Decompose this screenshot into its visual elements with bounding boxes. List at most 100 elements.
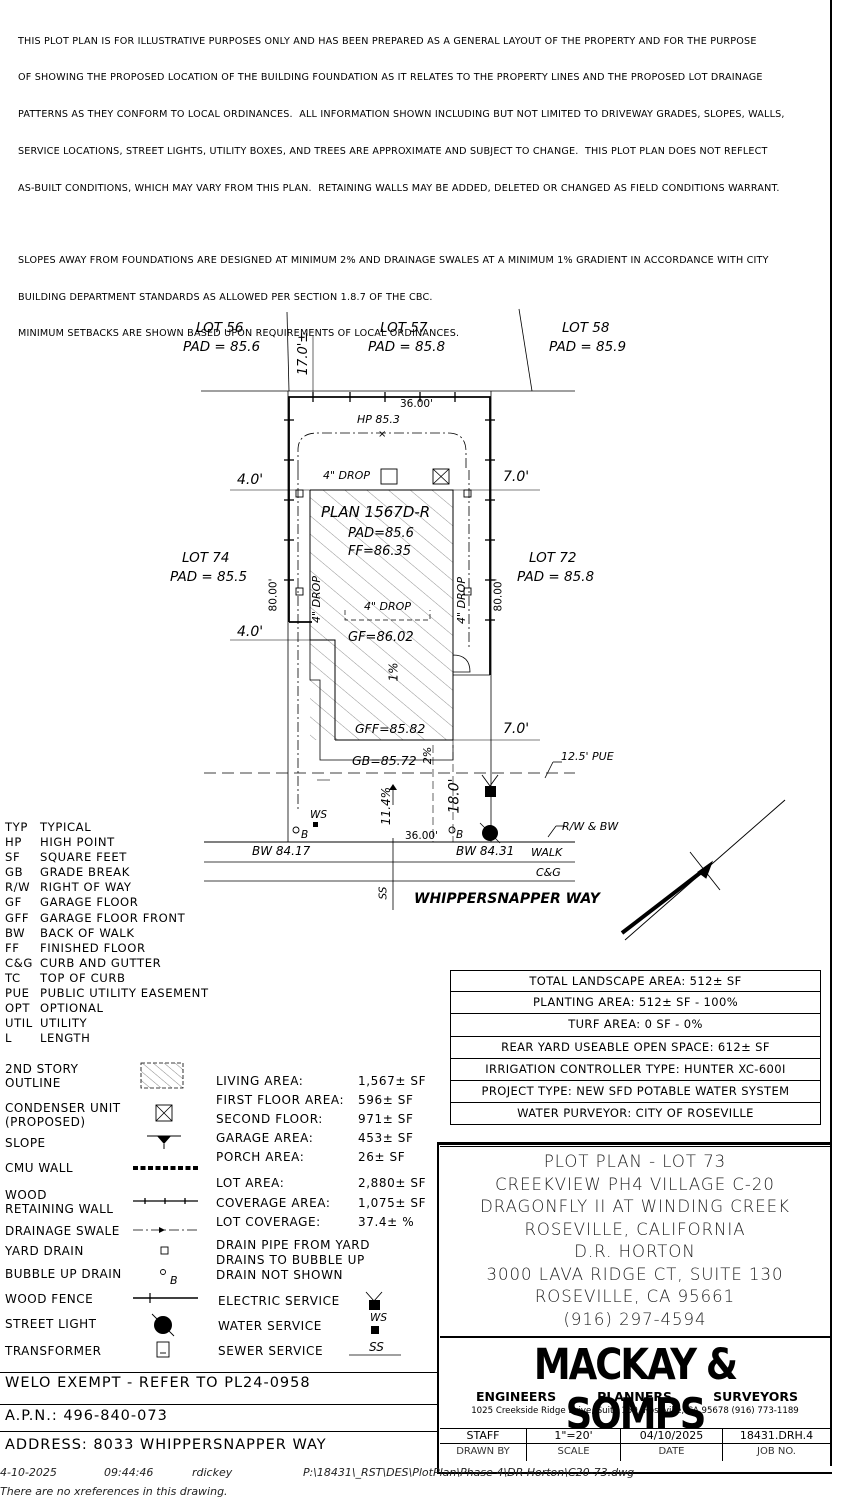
plan-name: PLAN 1567D-R [321, 503, 431, 521]
abbr-value: CURB AND GUTTER [40, 955, 162, 970]
stamp-path: P:\18431\_RST\DES\PlotPlan\Phase 4\DR Ho… [303, 1466, 635, 1479]
rear-setback-dim: 17.0'± [296, 331, 312, 376]
abbr-row: R/W RIGHT OF WAY [5, 880, 209, 895]
footer-cell-date: 04/10/2025 DATE [621, 1429, 723, 1461]
walk-label: WALK [531, 846, 563, 859]
north-arrow [620, 799, 786, 941]
drain-pipe-note: DRAIN PIPE FROM YARD DRAINS TO BUBBLE UP… [216, 1238, 371, 1282]
apn: A.P.N.: 496-840-073 [5, 1408, 168, 1424]
firm-sub-planners: PLANNERS [597, 1389, 673, 1404]
cg-label: C&G [536, 866, 561, 879]
title-block-text: PLOT PLAN - LOT 73 CREEKVIEW PH4 VILLAGE… [480, 1151, 790, 1331]
note-line: BUILDING DEPARTMENT STANDARDS AS ALLOWED… [18, 291, 433, 303]
abbr-key: R/W [5, 880, 31, 895]
lot-areas-block: LOT AREA:2,880± SF COVERAGE AREA:1,075± … [216, 1174, 426, 1233]
bw-right: BW 84.31 [456, 844, 515, 858]
sewer-tag: SS [377, 886, 390, 900]
finished-floor: FF=86.35 [348, 544, 412, 559]
lot-line [518, 308, 533, 392]
water-service [313, 822, 318, 827]
firm-logo: MACKAY & SOMPS [533, 1340, 738, 1439]
drop-left: 4" DROP [309, 576, 323, 623]
areas-block: LIVING AREA: 1,567± SF FIRST FLOOR AREA:5… [216, 1072, 426, 1167]
left-box-line [0, 1372, 437, 1373]
legend-wood-fence: WOOD FENCE [5, 1292, 94, 1306]
title-divider [440, 1146, 830, 1147]
area-key: LIVING AREA: [216, 1074, 304, 1088]
drainage-swale [297, 432, 467, 470]
landscape-table: TOTAL LANDSCAPE AREA: 512± SF PLANTING A… [450, 970, 821, 1126]
welo-note: WELO EXEMPT - REFER TO PL24-0958 [5, 1375, 311, 1391]
area-value: 1,075± SF [358, 1195, 427, 1210]
legend-symbols [133, 1062, 198, 1358]
abbr-value: PUBLIC UTILITY EASEMENT [40, 986, 209, 1001]
lot-width-bottom: 36.00' [405, 830, 438, 842]
drop-mid: 4" DROP [364, 600, 411, 613]
sheet-border-right [830, 0, 832, 1466]
general-notes: THIS PLOT PLAN IS FOR ILLUSTRATIVE PURPO… [18, 11, 785, 353]
title-line: DRAGONFLY II AT WINDING CREEK [480, 1197, 790, 1216]
legend-cmu-wall: CMU WALL [5, 1161, 74, 1175]
abbr-value: BACK OF WALK [40, 925, 135, 940]
footer-value: 18431.DRH.4 [739, 1429, 814, 1442]
abbr-value: RIGHT OF WAY [40, 880, 132, 895]
footer-table: STAFF DRAWN BY 1"=20' SCALE 04/10/2025 D… [440, 1428, 830, 1461]
legend-electric: ELECTRIC SERVICE [218, 1294, 340, 1308]
electric-service-symbol [369, 1300, 380, 1310]
side-right-upper: 7.0' [503, 469, 530, 485]
area-row: FIRST FLOOR AREA:596± SF [216, 1091, 426, 1110]
note-line: PATTERNS AS THEY CONFORM TO LOCAL ORDINA… [18, 109, 785, 121]
abbr-value: FINISHED FLOOR [40, 940, 146, 955]
abbr-value: LENGTH [40, 1031, 91, 1046]
water-service-symbol [371, 1326, 379, 1334]
yard-drain-symbol [160, 1246, 169, 1255]
title-line: CREEKVIEW PH4 VILLAGE C-20 [495, 1174, 775, 1194]
area-value: 1,567± SF [358, 1074, 427, 1088]
landscape-row: TURF AREA: 0 SF - 0% [450, 1014, 821, 1037]
transformer-symbol [156, 1341, 170, 1358]
area-value: 37.4± % [358, 1215, 415, 1229]
abbr-key: SF [5, 850, 21, 865]
lot-56-label: LOT 56 [196, 320, 244, 336]
bubble-up-drain [448, 826, 456, 834]
electric-service [485, 786, 496, 797]
footer-value: 04/10/2025 [639, 1429, 704, 1442]
abbr-key: FF [5, 940, 20, 955]
water-service-tag: WS [310, 809, 328, 821]
note-line: OF SHOWING THE PROPOSED LOCATION OF THE … [18, 72, 763, 84]
title-line: ROSEVILLE, CALIFORNIA [524, 1219, 746, 1239]
note-line: MINIMUM SETBACKS ARE SHOWN BASED UPON RE… [18, 328, 460, 340]
landscape-row: WATER PURVEYOR: CITY OF ROSEVILLE [450, 1103, 821, 1126]
bw-left: BW 84.17 [252, 844, 311, 858]
abbr-row: L LENGTH [5, 1031, 209, 1046]
area-key: FIRST FLOOR AREA: [216, 1093, 345, 1107]
stamp-user: rdickey [192, 1466, 233, 1479]
area-row: PORCH AREA:26± SF [216, 1148, 426, 1167]
legend-slope: SLOPE [5, 1136, 46, 1150]
abbr-value: TOP OF CURB [40, 970, 126, 985]
firm-sub-surveyors: SURVEYORS [713, 1389, 798, 1404]
second-story-symbol [140, 1062, 184, 1089]
firm-subtitle: ENGINEERS PLANNERS SURVEYORS [476, 1389, 798, 1404]
depth-right: 80.00' [492, 578, 505, 612]
footer-value: 1"=20' [554, 1429, 593, 1442]
note-line [18, 220, 785, 230]
pue-label: 12.5' PUE [561, 750, 614, 763]
house-footprint [310, 490, 453, 740]
abbr-key: L [5, 1031, 13, 1046]
area-key: COVERAGE AREA: [216, 1195, 331, 1210]
title-divider [440, 1336, 830, 1338]
left-box-line [0, 1431, 437, 1432]
footer-value: STAFF [466, 1429, 500, 1442]
grade-break: GB=85.72 [352, 753, 417, 768]
note-line: SLOPES AWAY FROM FOUNDATIONS ARE DESIGNE… [18, 254, 769, 266]
legend-condenser: CONDENSER UNIT (PROPOSED) [5, 1101, 121, 1129]
side-right-lower: 7.0' [503, 721, 530, 737]
note-line: AS-BUILT CONDITIONS, WHICH MAY VARY FROM… [18, 183, 780, 195]
legend-transformer: TRANSFORMER [5, 1344, 102, 1358]
